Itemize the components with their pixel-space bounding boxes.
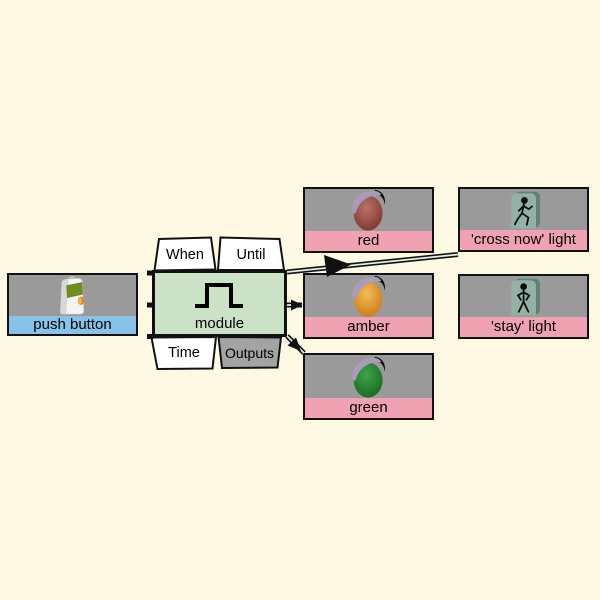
push-button-image (9, 275, 136, 316)
cross-now-light-block[interactable]: 'cross now' light (458, 187, 589, 252)
tab-when-shape (153, 236, 217, 272)
module-input-nub-top (147, 270, 154, 276)
module-input-nub-bottom (147, 334, 154, 339)
pedestrian-standing-icon (510, 278, 540, 316)
green-bulb-icon (351, 356, 385, 398)
push-button-block[interactable]: push button (7, 273, 138, 336)
push-button-device-icon (59, 276, 84, 315)
light-label: 'stay' light (460, 317, 587, 337)
light-label: 'cross now' light (460, 230, 587, 250)
output-block-amber[interactable]: amber (303, 273, 434, 339)
amber-bulb-icon (351, 275, 385, 317)
output-label: red (305, 231, 432, 251)
module-block[interactable]: module (152, 270, 287, 337)
tab-until[interactable]: Until (236, 246, 266, 263)
output-label: amber (305, 317, 432, 337)
output-block-green[interactable]: green (303, 353, 434, 420)
module-label: module (194, 315, 245, 332)
pedestrian-walking-icon (510, 191, 540, 229)
tab-time-shape (150, 335, 218, 371)
amber-bulb-image (305, 275, 432, 317)
tab-outputs-shape (217, 335, 283, 370)
tab-when[interactable]: When (166, 246, 204, 263)
cross-now-light-image (460, 189, 587, 230)
output-block-red[interactable]: red (303, 187, 434, 253)
tab-outputs[interactable]: Outputs (224, 344, 275, 361)
green-bulb-image (305, 355, 432, 398)
module-input-nub-middle (147, 302, 154, 308)
stay-light-block[interactable]: 'stay' light (458, 274, 589, 339)
stay-light-image (460, 276, 587, 317)
push-button-label: push button (9, 316, 136, 334)
red-bulb-image (305, 189, 432, 231)
output-label: green (305, 398, 432, 418)
tab-time[interactable]: Time (168, 344, 200, 361)
red-bulb-icon (351, 189, 385, 231)
pulse-wave-icon (194, 283, 243, 308)
